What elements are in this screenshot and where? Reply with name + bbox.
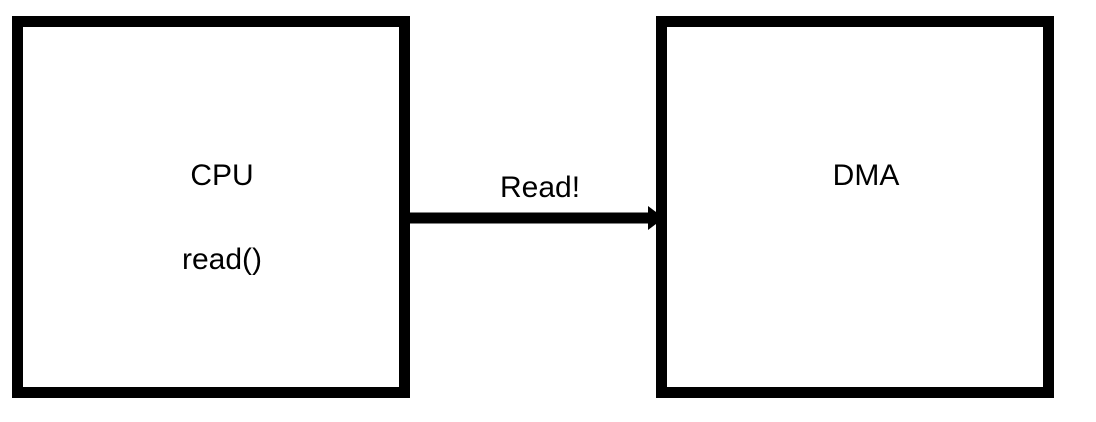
- cpu-title: CPU: [190, 159, 254, 192]
- dma-box: DMA: [656, 16, 1054, 398]
- cpu-box: CPU read(): [12, 16, 410, 398]
- read-arrow-label: Read!: [499, 171, 581, 204]
- dma-title: DMA: [832, 159, 900, 192]
- read-arrow-head: [648, 206, 664, 230]
- cpu-call-label: read(): [181, 243, 263, 276]
